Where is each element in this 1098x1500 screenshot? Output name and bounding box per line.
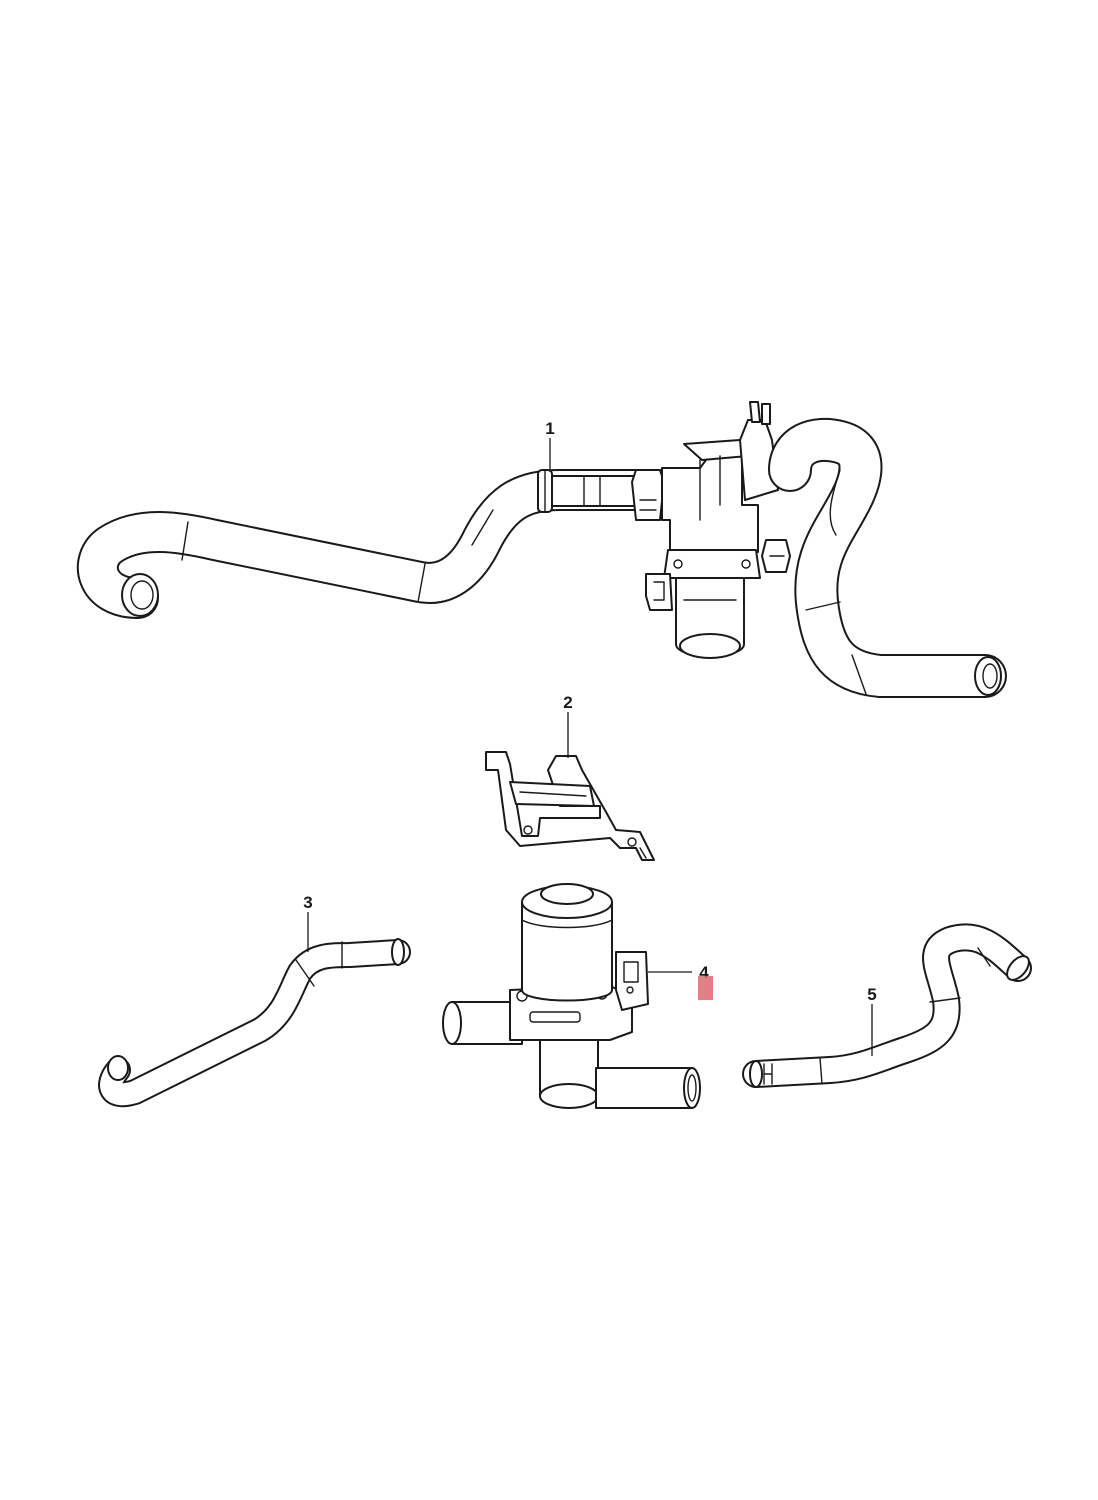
callout-3: 3 [303, 893, 312, 912]
highlight-marker [698, 976, 713, 1000]
callout-5: 5 [867, 985, 876, 1004]
callout-1: 1 [545, 419, 554, 438]
part-3-coolant-hose[interactable]: 3 [98, 893, 411, 1108]
part-4-auxiliary-water-pump[interactable]: 4 [442, 883, 713, 1109]
part-5-coolant-hose[interactable]: 5 [742, 923, 1033, 1088]
callout-4: 4 [699, 963, 709, 982]
part-1-hose-valve-assembly[interactable]: 1 [76, 401, 1007, 698]
part-2-mounting-bracket[interactable]: 2 [485, 693, 655, 861]
callout-2: 2 [563, 693, 572, 712]
